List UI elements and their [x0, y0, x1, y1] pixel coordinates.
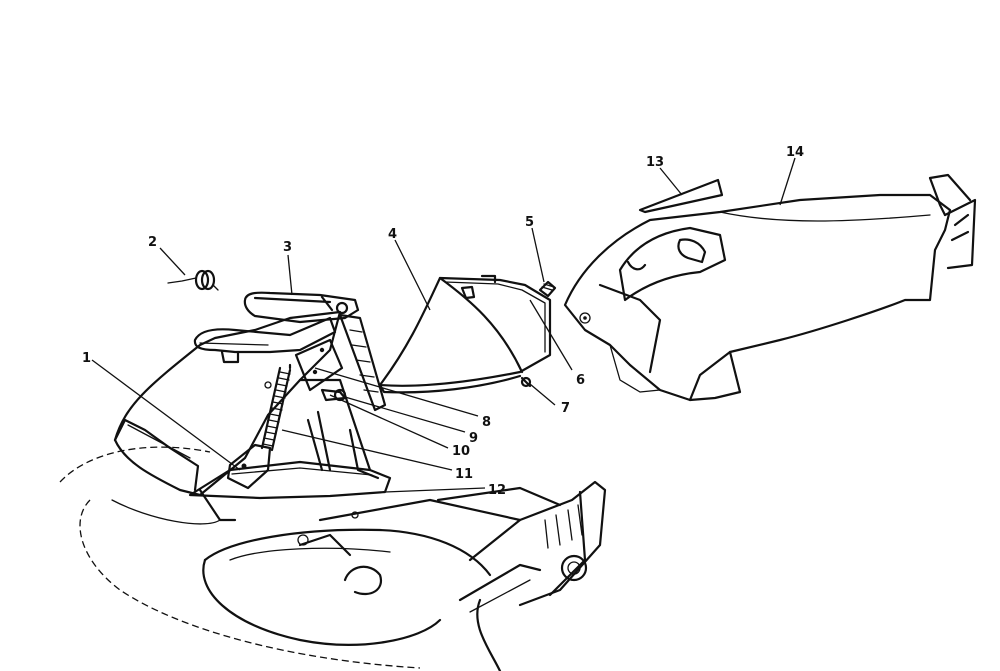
discharge-tunnel-part-14	[563, 173, 977, 402]
callout-4: 4	[388, 227, 397, 242]
callout-14: 14	[786, 145, 804, 160]
seal-strip-part-13	[638, 178, 724, 214]
height-adjust-bracket	[458, 480, 607, 613]
deflector-shell-part-4	[378, 274, 552, 394]
torsion-spring-part-11	[260, 366, 292, 452]
callout-5: 5	[525, 215, 534, 230]
chute-lid-part-3	[193, 291, 387, 412]
shoulder-screw-part-9	[320, 388, 347, 402]
callout-11: 11	[455, 467, 473, 482]
leader-lines	[91, 157, 796, 493]
mower-deck	[59, 446, 562, 671]
spring-part-5	[538, 280, 557, 298]
callout-3: 3	[283, 240, 292, 255]
callout-9: 9	[469, 431, 478, 446]
callout-12: 12	[488, 483, 506, 498]
spring-part-2	[167, 269, 219, 291]
callout-labels: 1 2 3 4 5 6 7 8 9 10 11 12 13 14	[82, 145, 804, 498]
screw-part-7	[520, 376, 532, 388]
callout-2: 2	[148, 235, 157, 250]
callout-6: 6	[576, 373, 585, 388]
callout-7: 7	[561, 401, 570, 416]
callout-8: 8	[482, 415, 491, 430]
callout-1: 1	[82, 351, 91, 366]
callout-10: 10	[452, 444, 470, 459]
chute-base-part-12	[188, 460, 392, 500]
callout-13: 13	[646, 155, 664, 170]
spring-hinge-plate	[226, 338, 344, 490]
